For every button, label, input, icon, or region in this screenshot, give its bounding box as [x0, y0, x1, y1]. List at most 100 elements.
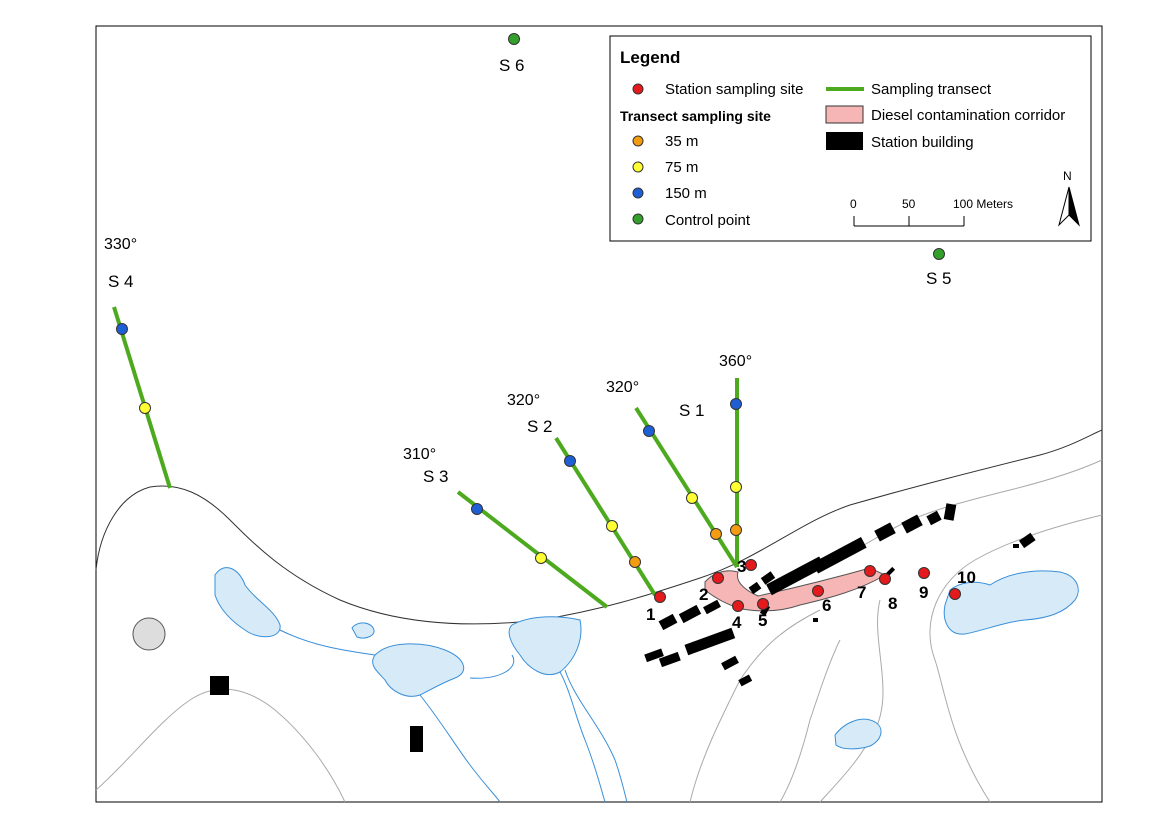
station-site-6 — [812, 585, 824, 597]
legend-station-label: Station sampling site — [665, 81, 803, 98]
point-150m — [643, 425, 655, 437]
point-150m — [116, 323, 128, 335]
building — [760, 571, 776, 585]
north-arrow-right — [1068, 186, 1080, 227]
station-site-5 — [757, 598, 769, 610]
lake-small — [351, 622, 375, 639]
station-site-7 — [864, 565, 876, 577]
contour-6 — [779, 639, 841, 803]
scale-bar: 0 50 100 Meters — [850, 197, 1013, 227]
point-75m — [730, 481, 742, 493]
building — [766, 556, 825, 596]
transect-s3-bearing: 310° — [403, 446, 436, 463]
legend-transect-label: Sampling transect — [871, 81, 992, 98]
lakes — [214, 567, 1079, 750]
station-sites — [654, 559, 961, 612]
transect-s6-name: S 6 — [499, 56, 525, 75]
transect-s4-name: S 4 — [108, 272, 134, 291]
legend-transect-heading: Transect sampling site — [620, 108, 771, 124]
site-label: 6 — [822, 596, 831, 615]
site-label: 10 — [957, 568, 976, 587]
legend-building-label: Station building — [871, 134, 974, 151]
scale-label-0: 0 — [850, 197, 857, 211]
stream-5 — [469, 654, 515, 679]
building — [738, 674, 753, 687]
station-site-9 — [918, 567, 930, 579]
contour-5 — [95, 688, 346, 803]
north-label: N — [1063, 169, 1072, 183]
legend-35m-symbol — [632, 135, 644, 147]
legend-building-symbol — [826, 132, 863, 150]
transect-s2-bearing: 320° — [507, 392, 540, 409]
legend-150m-label: 150 m — [665, 185, 707, 202]
building — [684, 627, 736, 656]
stream-1 — [279, 629, 376, 656]
legend-control-symbol — [632, 213, 644, 225]
grey-circle-feature — [132, 617, 166, 651]
legend-75m-label: 75 m — [665, 159, 698, 176]
building — [410, 726, 423, 752]
building — [678, 604, 702, 624]
building — [812, 537, 867, 574]
station-site-8 — [879, 573, 891, 585]
point-35m — [730, 524, 742, 536]
stream-4 — [564, 669, 628, 803]
station-site-4 — [732, 600, 744, 612]
transect-s1-name: S 1 — [679, 401, 705, 420]
site-label: 5 — [758, 611, 767, 630]
legend-150m-symbol — [632, 187, 644, 199]
building — [926, 510, 942, 526]
lake-west — [214, 567, 281, 638]
site-label: 1 — [646, 605, 655, 624]
building — [210, 676, 229, 695]
stream-3 — [559, 671, 606, 803]
building — [813, 618, 818, 622]
north-arrow-icon: N — [1058, 169, 1080, 227]
transect-s4-bearing: 330° — [104, 236, 137, 253]
site-label: 3 — [737, 557, 746, 576]
site-label: 2 — [699, 585, 708, 604]
station-site-3 — [745, 559, 757, 571]
building — [1013, 544, 1019, 548]
site-label: 7 — [857, 583, 866, 602]
building — [1018, 532, 1036, 549]
transect-labels: S 1 320° 360° S 2 320° S 3 310° S 4 330°… — [104, 56, 952, 486]
point-75m — [686, 492, 698, 504]
legend-diesel-label: Diesel contamination corridor — [871, 107, 1065, 124]
building — [658, 651, 681, 668]
transect-s3 — [456, 490, 609, 609]
transect-s1-bearing: 320° — [606, 379, 639, 396]
site-label: 4 — [732, 613, 742, 632]
building — [721, 655, 739, 671]
transect-s2-name: S 2 — [527, 417, 553, 436]
site-labels: 1 2 3 4 5 6 7 8 9 10 — [646, 557, 976, 632]
point-75m — [139, 402, 151, 414]
legend-station-symbol — [632, 83, 644, 95]
streams — [279, 629, 628, 803]
transect-s3-name: S 3 — [423, 467, 449, 486]
lake-east — [943, 570, 1079, 635]
station-site-10 — [949, 588, 961, 600]
lake-center — [508, 616, 582, 676]
legend: Legend Station sampling site Transect sa… — [609, 35, 1092, 242]
building — [703, 599, 721, 615]
point-150m — [564, 455, 576, 467]
building — [943, 503, 957, 521]
legend-35m-label: 35 m — [665, 133, 698, 150]
point-35m — [710, 528, 722, 540]
transect-points — [116, 33, 945, 568]
building — [748, 581, 762, 595]
lake-mid — [372, 643, 465, 697]
legend-control-label: Control point — [665, 212, 751, 229]
point-75m — [535, 552, 547, 564]
building — [874, 522, 896, 542]
site-label: 8 — [888, 594, 897, 613]
stream-2 — [419, 694, 501, 803]
lake-south — [834, 718, 882, 750]
point-150m — [471, 503, 483, 515]
point-150m — [730, 398, 742, 410]
legend-title: Legend — [620, 48, 680, 67]
station-buildings — [210, 503, 1036, 752]
point-35m — [629, 556, 641, 568]
